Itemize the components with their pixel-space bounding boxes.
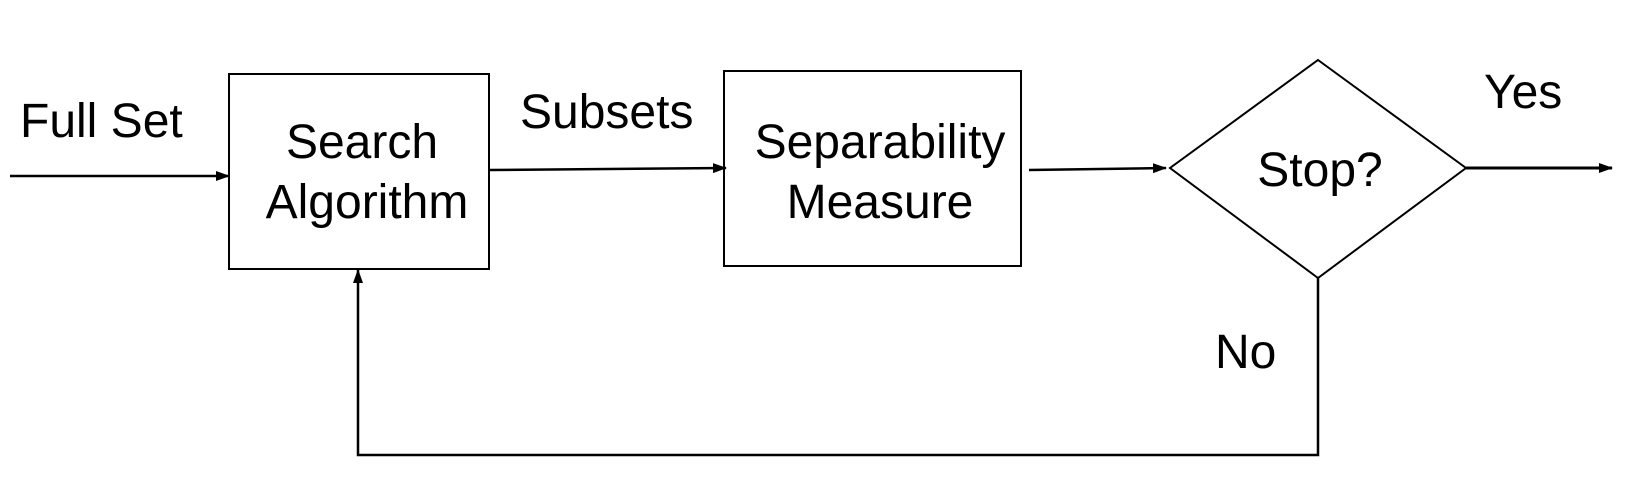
measure-to-decision-arrow xyxy=(1028,163,1167,174)
measure-box-line2: Measure xyxy=(787,176,974,229)
search-box-line2: Algorithm xyxy=(266,176,469,229)
stop-label: Stop? xyxy=(1257,144,1382,197)
subsets-arrow xyxy=(488,163,727,174)
full-set-label: Full Set xyxy=(20,95,183,148)
measure-box-line1: Separability xyxy=(755,116,1006,169)
subsets-label: Subsets xyxy=(520,86,693,139)
yes-label: Yes xyxy=(1484,66,1562,119)
search-algorithm-box xyxy=(228,73,490,270)
search-box-line1: Search xyxy=(286,116,438,169)
separability-measure-box xyxy=(723,70,1022,267)
no-feedback-loop xyxy=(353,269,1320,457)
no-label: No xyxy=(1215,326,1276,379)
